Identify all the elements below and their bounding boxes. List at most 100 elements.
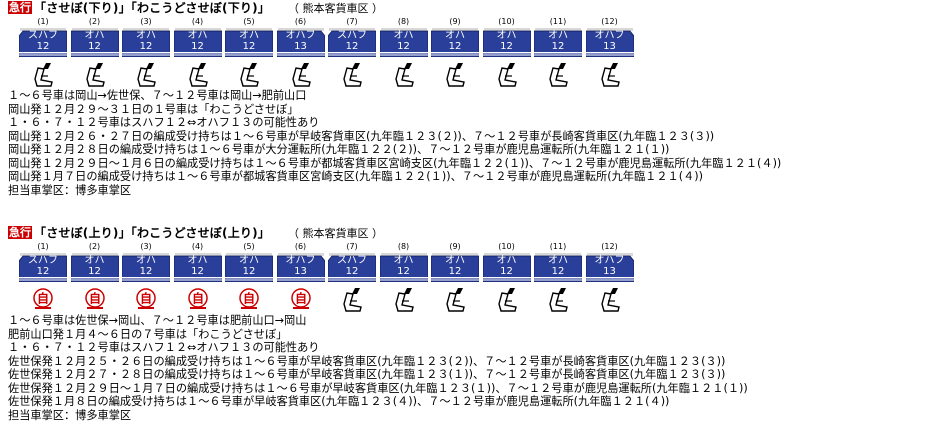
depot-name: （ 熊本客貨車区 ） bbox=[287, 1, 383, 15]
reclining-seat-icon bbox=[235, 60, 263, 88]
note-line: 岡山発１２月２９～３１日の１号車は「わこうどさせぼ」 bbox=[8, 102, 299, 116]
car-class-name: スハフ bbox=[337, 255, 367, 266]
car-class-name: オハ bbox=[136, 30, 156, 41]
note-line: 担当車掌区：博多車掌区 bbox=[8, 408, 132, 422]
svg-text:自: 自 bbox=[88, 291, 100, 306]
free-seat-icon: 自 bbox=[235, 285, 263, 313]
car-number: (3) bbox=[140, 17, 152, 26]
car-number: (9) bbox=[449, 242, 461, 251]
car-type-number: 12 bbox=[242, 266, 256, 277]
formation-notes: １～６号車は岡山→佐世保、７～１２号車は岡山→肥前山口 岡山発１２月２９～３１日… bbox=[8, 89, 938, 197]
train-section-up: 急行 「させぼ(上り)」「わこうどさせぼ(上り)」 （ 熊本客貨車区 ） (1)… bbox=[8, 225, 938, 422]
car-number: (8) bbox=[397, 242, 410, 251]
note-line: 岡山発１月７日の編成受け持ちは１～６号車が都城客貨車区宮崎支区(九年臨１２２(１… bbox=[8, 170, 703, 183]
car-class-name: オハ bbox=[445, 255, 465, 266]
reclining-seat-icon bbox=[493, 285, 521, 313]
car-number: (2) bbox=[88, 242, 101, 251]
car-type-number: 12 bbox=[36, 266, 50, 277]
reclining-seat-icon bbox=[390, 60, 418, 88]
free-seat-icon: 自 bbox=[184, 285, 212, 313]
car-number: (11) bbox=[549, 17, 567, 26]
car-class-name: オハフ bbox=[285, 30, 316, 41]
reclining-seat-icon bbox=[544, 60, 572, 88]
car-type-number: 12 bbox=[448, 266, 462, 277]
car-class-name: オハ bbox=[496, 255, 517, 266]
reclining-seat-icon bbox=[81, 60, 109, 88]
car-number: (10) bbox=[498, 17, 515, 26]
svg-text:自: 自 bbox=[37, 291, 49, 306]
note-line: 佐世保発１２月２７・２８日の編成受け持ちは１～６号車が早岐客貨車区(九年臨１２３… bbox=[8, 368, 726, 381]
free-seat-icon: 自 bbox=[81, 285, 109, 313]
car-class-name: オハ bbox=[239, 255, 259, 266]
car-number: (9) bbox=[449, 17, 461, 26]
train-header: 急行 「させぼ(下り)」「わこうどさせぼ(下り)」 （ 熊本客貨車区 ） bbox=[8, 0, 938, 15]
svg-text:自: 自 bbox=[191, 291, 203, 306]
car-class-name: オハ bbox=[136, 255, 156, 266]
reclining-seat-icon bbox=[287, 60, 315, 88]
car-number: (1) bbox=[37, 17, 49, 26]
car-type-number: 12 bbox=[551, 41, 565, 52]
note-line: 佐世保発１２月２９日～１月７日の編成受け持ちは１～６号車が早岐客貨車区(九年臨１… bbox=[8, 381, 748, 395]
car-type-number: 12 bbox=[139, 266, 153, 277]
car-type-number: 13 bbox=[603, 41, 616, 52]
car-type-number: 12 bbox=[36, 41, 50, 52]
car-type-number: 12 bbox=[345, 266, 359, 277]
seat-icon-row: 自 自 自 自 自 自 bbox=[8, 283, 938, 313]
car-type-number: 12 bbox=[88, 41, 101, 52]
reclining-seat-icon bbox=[441, 60, 469, 88]
car-number-row: (1)(2)(3)(4)(5)(6)(7)(8)(9)(10)(11)(12) bbox=[8, 240, 938, 253]
car-type-number: 12 bbox=[139, 41, 153, 52]
car-number: (12) bbox=[601, 242, 618, 251]
note-line: 岡山発１２月２８日の編成受け持ちは１～６号車が大分運転所(九年臨１２２(２))、… bbox=[8, 143, 670, 156]
reclining-seat-icon bbox=[132, 60, 160, 88]
note-line: 佐世保発１２月２５・２６日の編成受け持ちは１～６号車が早岐客貨車区(九年臨１２３… bbox=[8, 354, 726, 368]
car-type-number: 12 bbox=[397, 266, 410, 277]
note-line: １～６号車は岡山→佐世保、７～１２号車は岡山→肥前山口 bbox=[8, 89, 307, 102]
free-seat-icon: 自 bbox=[29, 285, 57, 313]
car-class-name: スハフ bbox=[28, 30, 58, 41]
car-number: (6) bbox=[294, 242, 307, 251]
car-number: (7) bbox=[346, 17, 358, 26]
car-number: (12) bbox=[601, 17, 618, 26]
car-number: (6) bbox=[294, 17, 307, 26]
car-type-number: 12 bbox=[88, 266, 101, 277]
car-type-number: 12 bbox=[500, 266, 513, 277]
car-type-number: 12 bbox=[397, 41, 410, 52]
car-number: (5) bbox=[243, 17, 255, 26]
note-line: 肥前山口発１月４～６日の７号車は「わこうどさせぼ」 bbox=[8, 327, 288, 341]
car-class-name: オハ bbox=[496, 30, 517, 41]
car-number: (3) bbox=[140, 242, 152, 251]
car-number: (2) bbox=[88, 17, 101, 26]
reclining-seat-icon bbox=[29, 60, 57, 88]
reclining-seat-icon bbox=[184, 60, 212, 88]
train-header: 急行 「させぼ(上り)」「わこうどさせぼ(上り)」 （ 熊本客貨車区 ） bbox=[8, 225, 938, 240]
car-class-name: オハ bbox=[187, 255, 208, 266]
svg-text:自: 自 bbox=[294, 291, 306, 306]
